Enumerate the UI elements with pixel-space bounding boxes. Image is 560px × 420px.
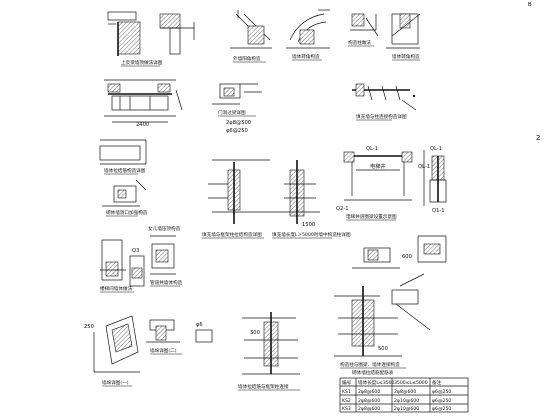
table-header-0: 编号 xyxy=(342,379,352,386)
table-title: 砌体墙拉结筋配筋表 xyxy=(352,369,394,376)
caption: 填充墙与柱连接构造详图 xyxy=(356,113,407,120)
table-cell: 2φ10@600 xyxy=(394,398,419,404)
detail-pipe: QL-1 Q1-1 xyxy=(423,146,447,214)
caption: 构造柱与圈梁、墙体连接构造 xyxy=(340,361,400,368)
table-cell: KS3 xyxy=(342,406,351,412)
caption: 外墙阳角构造 xyxy=(233,55,261,62)
caption: 砌体墙洞口加强构造 xyxy=(106,209,148,216)
caption: 管道井墙体构造 xyxy=(150,279,183,286)
detail-lintel: 上反梁墙顶做法详图 xyxy=(107,11,195,67)
caption: 墙体拉结筋与框架柱连接 xyxy=(238,383,289,390)
detail-lift: QL-1 电梯井 Q2-1 电梯井道圈梁设置示意图 QL-1 xyxy=(336,146,430,221)
caption: 构造柱做法 xyxy=(348,39,371,46)
detail-joint: 500 构造柱与圈梁、墙体连接构造 xyxy=(334,273,431,369)
detail-corner-b: 墙体转角构造 xyxy=(286,9,330,61)
svg-text:电梯井: 电梯井 xyxy=(370,162,386,170)
table-cell: φ6@250 xyxy=(432,398,451,404)
detail-section: 300 墙体拉结筋与框架柱连接 xyxy=(238,312,300,391)
detail-corner-a: 外墙阳角构造 xyxy=(230,10,272,63)
svg-text:Q3: Q3 xyxy=(132,248,139,254)
detail-stair: Q3 楼梯间墙体做法 xyxy=(100,239,145,293)
corner-mark: B xyxy=(528,2,532,8)
caption: 墙体拉结筋构造详图 xyxy=(104,167,146,174)
dim-250: 250 xyxy=(84,324,94,330)
dim-500: 500 xyxy=(378,346,388,352)
caption: 电梯井道圈梁设置示意图 xyxy=(346,213,397,220)
ql1b-label: QL-1 xyxy=(430,146,442,152)
dim-1500: 1500 xyxy=(302,222,315,228)
caption: 上反梁墙顶做法详图 xyxy=(121,59,163,66)
detail-rebar: 填充墙与柱连接构造详图 xyxy=(352,83,417,121)
rebar-table: 砌体墙拉结筋配筋表 编号 墙体长度L≤3500 3500≤L≤5000 备注 K… xyxy=(339,369,469,413)
table-cell: 2φ8@600 xyxy=(394,389,416,395)
caption: 楼梯间墙体做法 xyxy=(100,285,133,292)
caption: 墙体转角构造 xyxy=(292,53,320,60)
detail-opening: 墙体拉结筋构造详图 xyxy=(99,139,147,175)
detail-pier-b: φ6 墙垛详图(二) xyxy=(146,319,213,355)
table-cell: 2φ8@600 xyxy=(358,406,380,412)
caption: 填充墙与框架柱拉结构造详图 xyxy=(202,231,262,238)
caption: 墙垛详图(一) xyxy=(102,379,129,386)
caption: 墙体转角构造 xyxy=(392,53,420,60)
table-cell: KS1 xyxy=(342,389,351,395)
detail-column-a: 填充墙与框架柱拉结构造详图 xyxy=(202,159,270,239)
table-cell: 2φ8@600 xyxy=(358,389,380,395)
table-header-3: 备注 xyxy=(432,379,442,386)
svg-text:2φ8@500: 2φ8@500 xyxy=(226,120,251,126)
caption: 墙垛详图(二) xyxy=(150,347,177,354)
table-header-2: 3500≤L≤5000 xyxy=(394,380,428,386)
caption: 填充墙长度L＞5000时墙中构造柱详图 xyxy=(272,231,351,238)
q2-label: Q2-1 xyxy=(336,206,349,212)
caption: 门洞过梁详图 xyxy=(218,109,246,116)
detail-pipe-well: 管道井墙体构造 xyxy=(150,235,183,287)
dim-600: 600 xyxy=(402,254,412,260)
dim-300: 300 xyxy=(250,330,260,336)
dim-2400: 2400 xyxy=(136,122,149,128)
detail-wall-joint: 门洞过梁详图 2φ8@500 φ6@250 xyxy=(212,83,262,134)
svg-text:φ6: φ6 xyxy=(196,322,203,328)
detail-column-b: 1500 填充墙长度L＞5000时墙中构造柱详图 xyxy=(270,160,351,239)
table-cell: KS2 xyxy=(342,398,351,404)
table-cell: 2φ10@600 xyxy=(394,406,419,412)
svg-text:Q1-1: Q1-1 xyxy=(432,208,445,214)
detail-parapet: 砌体墙洞口加强构造 xyxy=(102,179,148,217)
table-header-1: 墙体长度L≤3500 xyxy=(358,379,395,386)
ql1-label: QL-1 xyxy=(366,146,378,152)
detail-pier-a: 250 墙垛详图(一) xyxy=(84,315,140,387)
caption: 女儿墙压顶构造 xyxy=(148,225,181,232)
table-cell: 2φ8@600 xyxy=(358,398,380,404)
detail-corner-c: 构造柱做法 xyxy=(348,13,379,47)
detail-corner-d: 墙体转角构造 xyxy=(386,13,421,61)
table-cell: φ6@250 xyxy=(432,389,451,395)
side-mark: 2 xyxy=(536,134,540,142)
detail-joint-b: 600 xyxy=(352,235,447,269)
table-cell: φ6@250 xyxy=(432,406,451,412)
detail-door-opening: 2400 xyxy=(104,79,183,128)
svg-text:φ6@250: φ6@250 xyxy=(226,128,248,134)
